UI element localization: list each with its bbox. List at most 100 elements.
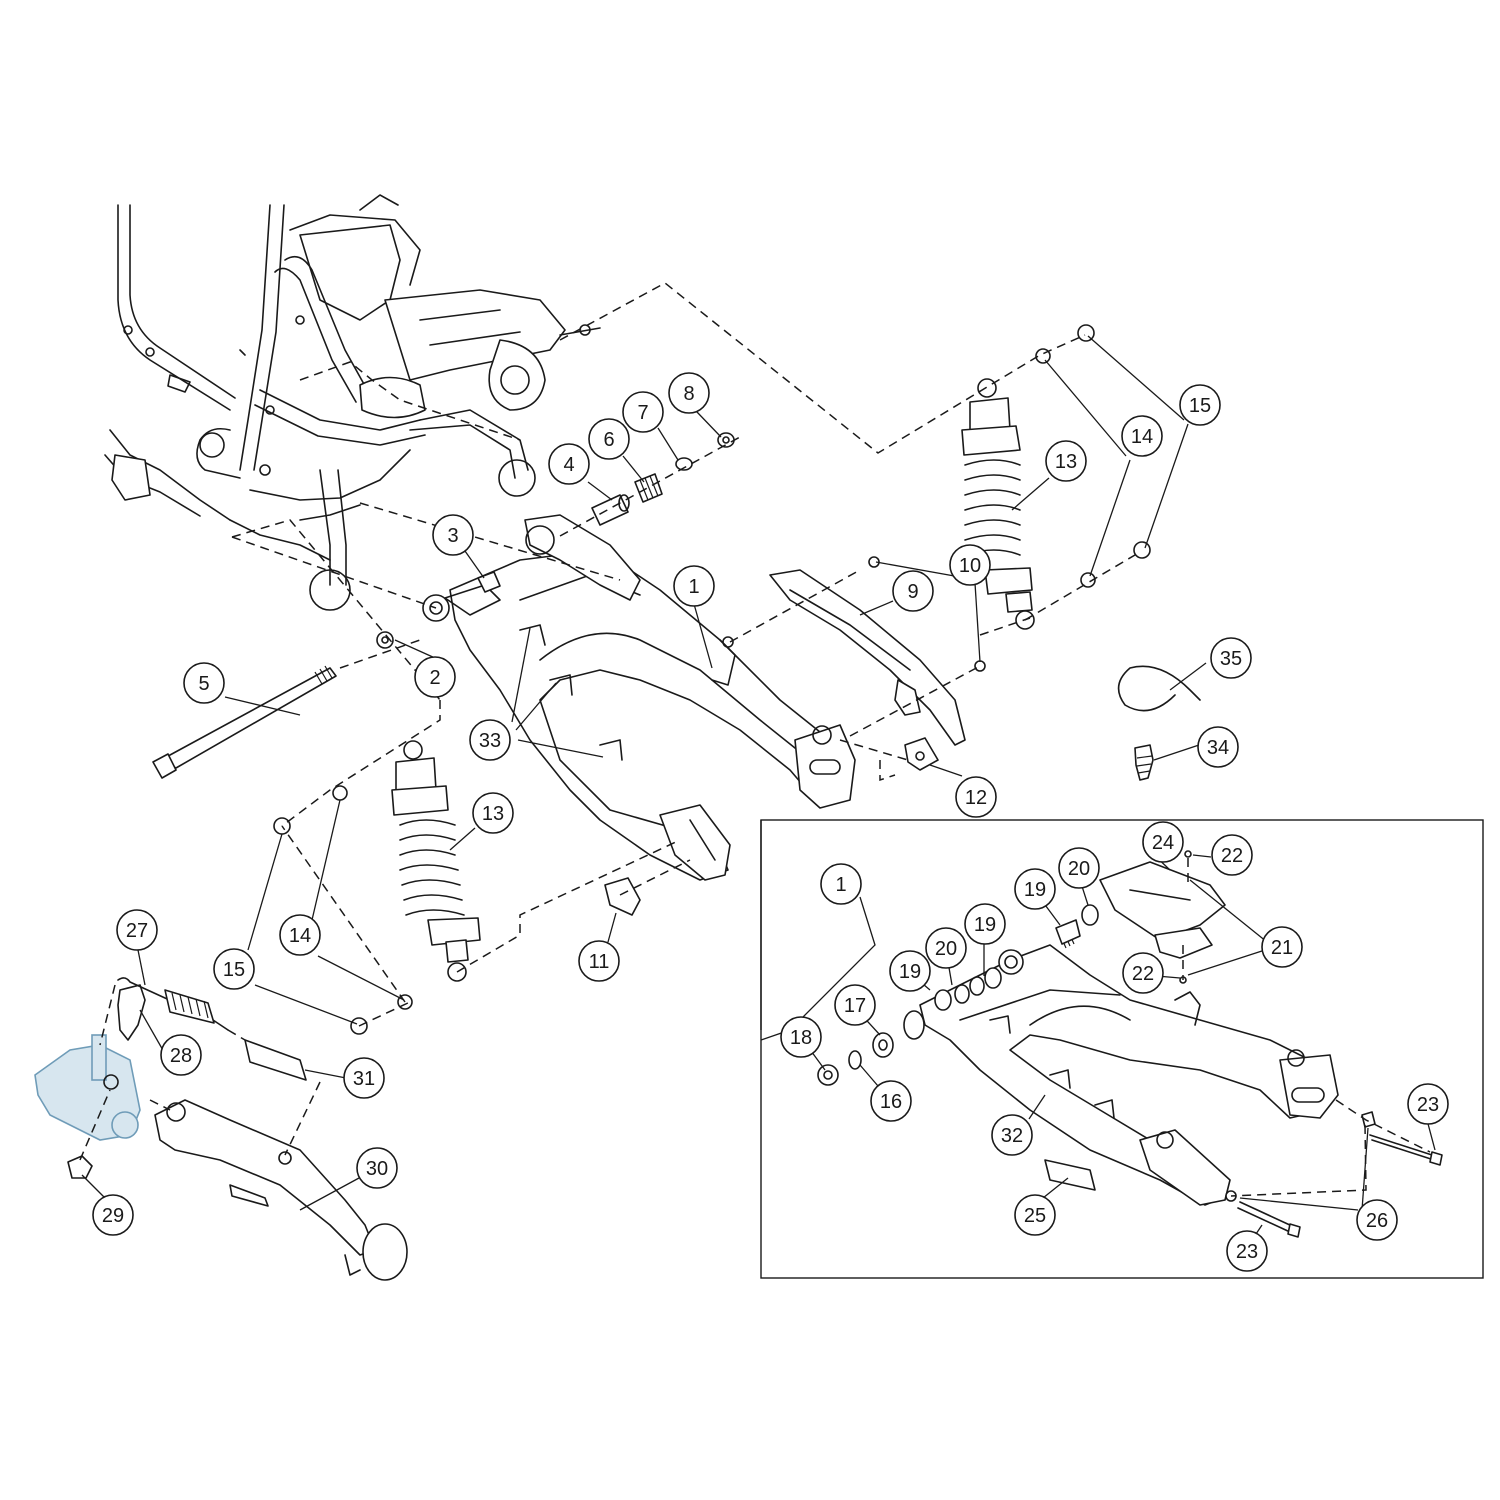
callout-circle bbox=[870, 1080, 912, 1122]
callout-5: 5 bbox=[183, 662, 225, 704]
callout-circle bbox=[92, 1194, 134, 1236]
callout-circle bbox=[1197, 726, 1239, 768]
callout-number: 8 bbox=[683, 383, 694, 405]
callout-7: 7 bbox=[622, 391, 664, 433]
callout-14: 14 bbox=[279, 914, 321, 956]
callout-circle bbox=[1179, 384, 1221, 426]
callout-13: 13 bbox=[472, 792, 514, 834]
callout-32: 32 bbox=[991, 1114, 1033, 1156]
callout-number: 23 bbox=[1236, 1241, 1258, 1263]
callout-circle bbox=[1356, 1199, 1398, 1241]
callout-23: 23 bbox=[1407, 1083, 1449, 1125]
callout-number: 14 bbox=[289, 925, 311, 947]
callout-circle bbox=[955, 776, 997, 818]
callout-circle bbox=[1142, 821, 1184, 863]
callout-circle bbox=[1210, 637, 1252, 679]
callout-number: 10 bbox=[959, 555, 981, 577]
detail-inset-box bbox=[760, 819, 1484, 1279]
axle-bolt-5 bbox=[152, 665, 337, 779]
callout-21: 21 bbox=[1261, 926, 1303, 968]
callout-34: 34 bbox=[1197, 726, 1239, 768]
callout-circle bbox=[780, 1016, 822, 1058]
callout-number: 26 bbox=[1366, 1210, 1388, 1232]
callout-number: 6 bbox=[603, 429, 614, 451]
callout-number: 22 bbox=[1132, 963, 1154, 985]
callout-22: 22 bbox=[1211, 834, 1253, 876]
callout-number: 25 bbox=[1024, 1205, 1046, 1227]
callout-17: 17 bbox=[834, 984, 876, 1026]
callout-circle bbox=[892, 570, 934, 612]
washer-2 bbox=[376, 631, 394, 649]
callout-circle bbox=[160, 1034, 202, 1076]
callout-circle bbox=[622, 391, 664, 433]
callout-27: 27 bbox=[116, 909, 158, 951]
callout-number: 14 bbox=[1131, 426, 1153, 448]
callout-circle bbox=[1261, 926, 1303, 968]
callout-20: 20 bbox=[925, 927, 967, 969]
callout-circle bbox=[949, 544, 991, 586]
callout-circle bbox=[548, 443, 590, 485]
callout-circle bbox=[1121, 415, 1163, 457]
callout-2: 2 bbox=[414, 656, 456, 698]
callout-circle bbox=[668, 372, 710, 414]
callout-circle bbox=[964, 903, 1006, 945]
callout-circle bbox=[673, 565, 715, 607]
callout-12: 12 bbox=[955, 776, 997, 818]
callout-number: 20 bbox=[1068, 858, 1090, 880]
cable-tie-35 bbox=[1117, 665, 1201, 712]
callout-19: 19 bbox=[1014, 868, 1056, 910]
callout-circle bbox=[1014, 868, 1056, 910]
callout-19: 19 bbox=[964, 903, 1006, 945]
chain-guard bbox=[769, 569, 966, 746]
callout-31: 31 bbox=[343, 1057, 385, 1099]
washer-14-lower bbox=[332, 785, 348, 801]
callout-circle bbox=[925, 927, 967, 969]
callout-circle bbox=[578, 940, 620, 982]
callout-35: 35 bbox=[1210, 637, 1252, 679]
callout-circle bbox=[469, 719, 511, 761]
callout-circle bbox=[1014, 1194, 1056, 1236]
callout-number: 31 bbox=[353, 1068, 375, 1090]
callout-number: 30 bbox=[366, 1158, 388, 1180]
callout-number: 11 bbox=[589, 951, 610, 973]
callout-number: 1 bbox=[835, 874, 846, 896]
callout-circle bbox=[414, 656, 456, 698]
callout-number: 15 bbox=[1189, 395, 1211, 417]
shock-absorber-upper bbox=[961, 378, 1035, 630]
callout-leaders bbox=[81, 335, 1436, 1241]
callout-circle bbox=[279, 914, 321, 956]
washer-14-bottom bbox=[1080, 572, 1096, 588]
callout-8: 8 bbox=[668, 372, 710, 414]
callout-number: 7 bbox=[637, 402, 648, 424]
callout-26: 26 bbox=[1356, 1199, 1398, 1241]
callout-6: 6 bbox=[588, 418, 630, 460]
callout-number: 15 bbox=[223, 959, 245, 981]
callout-number: 35 bbox=[1220, 648, 1242, 670]
swingarm-assembly bbox=[422, 514, 856, 881]
callout-number: 19 bbox=[974, 914, 996, 936]
callout-number: 18 bbox=[790, 1027, 812, 1049]
callout-30: 30 bbox=[356, 1147, 398, 1189]
callouts: 1234567891011121313141415151617181919192… bbox=[92, 372, 1449, 1272]
callout-circle bbox=[1058, 847, 1100, 889]
callout-22: 22 bbox=[1122, 952, 1164, 994]
callout-15: 15 bbox=[1179, 384, 1221, 426]
side-stand-assembly bbox=[34, 977, 408, 1281]
callout-circle bbox=[1045, 440, 1087, 482]
callout-circle bbox=[820, 863, 862, 905]
callout-number: 28 bbox=[170, 1045, 192, 1067]
callout-number: 27 bbox=[126, 920, 148, 942]
callout-number: 19 bbox=[1024, 879, 1046, 901]
nut-8 bbox=[717, 432, 735, 448]
callout-25: 25 bbox=[1014, 1194, 1056, 1236]
callout-circle bbox=[1211, 834, 1253, 876]
callout-circle bbox=[213, 948, 255, 990]
shock-absorber-lower bbox=[391, 740, 481, 982]
callout-number: 1 bbox=[688, 576, 699, 598]
callout-number: 20 bbox=[935, 938, 957, 960]
callout-circle bbox=[1407, 1083, 1449, 1125]
callout-number: 24 bbox=[1152, 832, 1174, 854]
callout-24: 24 bbox=[1142, 821, 1184, 863]
callout-16: 16 bbox=[870, 1080, 912, 1122]
